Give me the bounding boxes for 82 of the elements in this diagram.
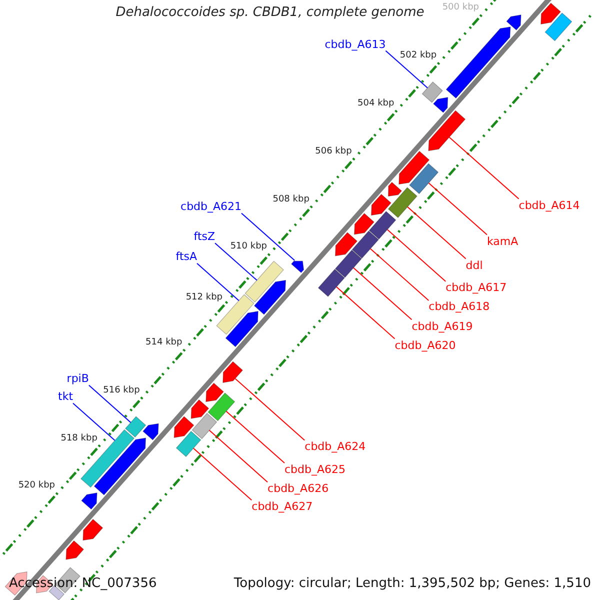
gene-feature (142, 423, 159, 440)
diagram-title: Dehalococcoides sp. CBDB1, complete genome (116, 5, 424, 21)
gene-feature (506, 14, 522, 30)
leader-line (88, 384, 132, 423)
gene-label: ftsZ (194, 230, 216, 244)
gene-bar (544, 12, 572, 42)
gene-label: cbdb_A618 (428, 300, 490, 314)
gene-feature (398, 150, 430, 185)
leader-line (352, 267, 412, 320)
gene-feature (354, 212, 374, 235)
gene-feature (174, 416, 194, 438)
gene-bar (388, 187, 418, 218)
gene-label: cbdb_A627 (252, 500, 313, 514)
scale-label: 518 kbp (60, 433, 98, 444)
scale-label: 514 kbp (146, 337, 182, 348)
gene-bar (80, 429, 135, 488)
leader-line (208, 430, 268, 483)
gene-feature (225, 310, 258, 348)
gene-feature (81, 492, 98, 510)
leader-line (448, 136, 520, 200)
genome-summary-text: Topology: circular; Length: 1,395,502 bp; Genes: 1,510 (234, 576, 591, 592)
gene-label: ddl (466, 258, 483, 272)
gene-bar (208, 392, 236, 422)
gene-feature (334, 232, 358, 256)
gene-feature (82, 518, 104, 541)
gene-feature (290, 260, 304, 274)
gene-label: kamA (486, 234, 518, 248)
scale-label: 510 kbp (230, 242, 268, 253)
gene-bar (318, 268, 345, 297)
gene-feature (254, 280, 286, 315)
gene-feature (222, 361, 244, 383)
scale-label: 504 kbp (358, 98, 394, 110)
gene-feature (540, 2, 562, 24)
gene-label: cbdb_A626 (268, 482, 329, 496)
gene-label: rpiB (66, 372, 89, 386)
gene-bar (244, 260, 284, 303)
accession-text: Accession: NC_007356 (9, 576, 157, 592)
gene-feature (428, 110, 466, 152)
gene-label: cbdb_A613 (324, 38, 386, 51)
gene-label: cbdb_A624 (304, 440, 366, 454)
leader-line (72, 402, 116, 441)
leader-line (385, 50, 428, 88)
leader-line (370, 248, 430, 301)
gene-bar (422, 81, 443, 103)
gene-feature (388, 182, 402, 197)
gene-bar (192, 412, 218, 440)
leader-line (196, 262, 240, 302)
gene-label: tkt (58, 390, 74, 404)
leader-line (226, 410, 285, 464)
scale-label: 508 kbp (272, 194, 310, 206)
leader-line (241, 212, 296, 261)
gene-label: ftsA (176, 250, 198, 264)
gene-bar (334, 250, 362, 278)
gene-feature (370, 194, 392, 216)
scale-label: 516 kbp (103, 385, 140, 396)
scale-label: 520 kbp (18, 480, 56, 492)
gene-feature (446, 26, 511, 99)
scale-label: 512 kbp (186, 292, 222, 304)
gene-label: cbdb_A619 (412, 320, 473, 333)
gene-label: cbdb_A614 (518, 198, 580, 212)
gene-bar (368, 210, 396, 240)
gene-bar (176, 430, 202, 458)
leader-line (407, 206, 466, 260)
gene-bar (352, 230, 379, 259)
gene-label: cbdb_A621 (180, 200, 242, 214)
gene-label: cbdb_A620 (394, 338, 456, 352)
scale-label: 502 kbp (400, 50, 437, 62)
scale-label: 500 kbp (442, 2, 480, 14)
gene-feature (190, 399, 210, 419)
leader-line (386, 229, 446, 282)
leader-line (214, 242, 258, 281)
gene-feature (66, 540, 84, 560)
gene-label: cbdb_A617 (446, 281, 507, 294)
gene-bar (409, 163, 439, 194)
gene-label: cbdb_A625 (284, 463, 346, 476)
leader-line (428, 182, 488, 236)
leader-line (192, 448, 252, 501)
leader-line (336, 286, 396, 340)
gene-feature (432, 97, 448, 113)
leader-line (234, 378, 306, 441)
scale-label: 506 kbp (315, 146, 352, 158)
gene-feature (206, 382, 224, 402)
